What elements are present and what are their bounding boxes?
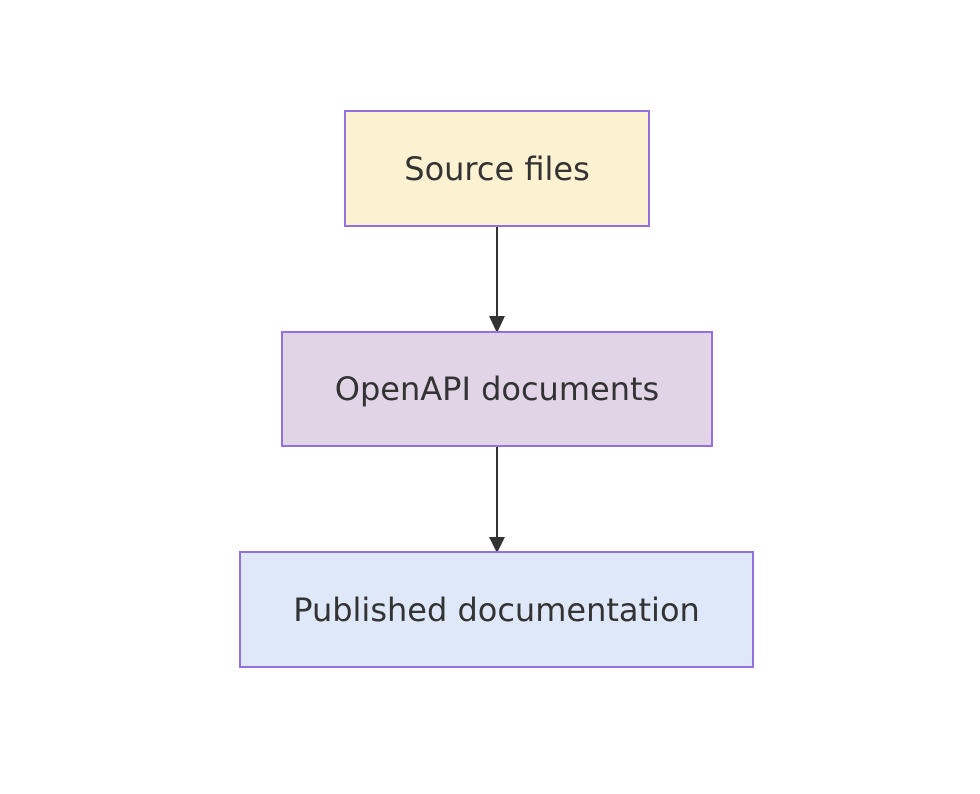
node-published-documentation: Published documentation (239, 551, 754, 668)
node-openapi-documents: OpenAPI documents (281, 331, 713, 447)
arrowhead-source-to-openapi (489, 316, 505, 333)
node-label-published-documentation: Published documentation (293, 590, 700, 629)
node-label-source-files: Source files (404, 149, 590, 188)
node-label-openapi-documents: OpenAPI documents (334, 370, 660, 408)
node-source-files: Source files (344, 110, 650, 227)
arrowhead-openapi-to-published (489, 537, 505, 553)
